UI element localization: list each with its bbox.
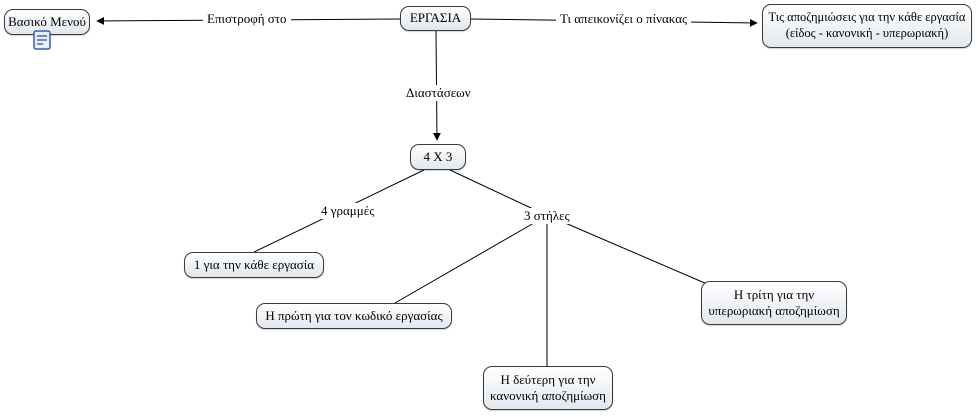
node-column-third-line1: Η τρίτη για την <box>733 286 815 302</box>
node-dimensions-4x3-label: 4 Χ 3 <box>423 148 453 164</box>
node-rows-meaning-label: 1 για την κάθε εργασία <box>193 256 315 272</box>
node-table-content-line2: (είδος - κανονική - υπερωριακή) <box>785 26 949 40</box>
link-label-3-columns[interactable]: 3 στήλες <box>520 208 574 224</box>
node-column-third[interactable]: Η τρίτη για την υπερωριακή αποζημίωση <box>701 281 847 325</box>
link-label-return-to[interactable]: Επιστροφή στο <box>203 11 291 27</box>
link-label-table-depicts[interactable]: Τι απεικονίζει ο πίνακας <box>556 11 692 27</box>
node-task[interactable]: ΕΡΓΑΣΙΑ <box>400 6 471 31</box>
link-label-4-rows[interactable]: 4 γραμμές <box>317 203 379 219</box>
node-table-content[interactable]: Τις αποζημιώσεις για την κάθε εργασία (ε… <box>762 4 972 48</box>
node-table-content-line1: Τις αποζημιώσεις για την κάθε εργασία <box>768 10 966 25</box>
node-column-first-label: Η πρώτη για τον κωδικό εργασίας <box>265 307 443 323</box>
edge-columns-to-col-first <box>394 215 547 304</box>
node-column-second-line1: Η δεύτερη για την <box>500 371 596 387</box>
node-column-second[interactable]: Η δεύτερη για την κανονική αποζημίωση <box>483 366 613 410</box>
node-column-third-line2: υπερωριακή αποζημίωση <box>708 303 840 318</box>
node-dimensions-4x3[interactable]: 4 Χ 3 <box>410 144 466 170</box>
edge-columns-to-col-third <box>548 215 715 288</box>
link-label-dimensions[interactable]: Διαστάσεων <box>402 85 475 101</box>
node-column-second-line2: κανονική αποζημίωση <box>490 388 606 403</box>
node-main-menu-label: Βασικό Μενού <box>8 13 86 29</box>
edge-4x3-to-columns <box>449 169 547 216</box>
node-column-first[interactable]: Η πρώτη για τον κωδικό εργασίας <box>256 303 452 329</box>
node-rows-meaning[interactable]: 1 για την κάθε εργασία <box>184 252 324 278</box>
attached-resource-icon[interactable] <box>33 30 51 50</box>
node-task-label: ΕΡΓΑΣΙΑ <box>409 10 462 26</box>
